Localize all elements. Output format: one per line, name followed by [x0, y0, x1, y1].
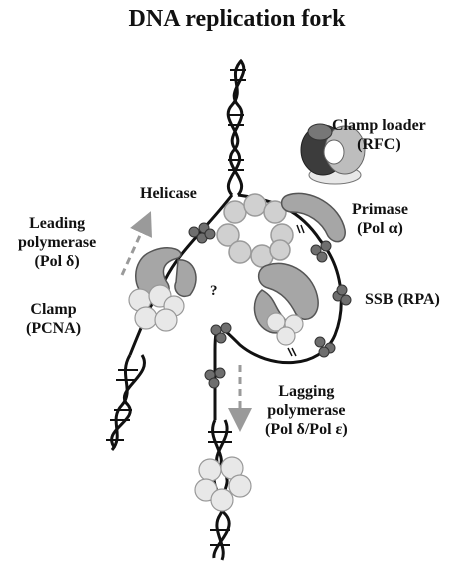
clamp-loader	[300, 123, 366, 185]
parental-dna-helix	[226, 58, 246, 197]
lagging-polymerase-label: Lagging polymerase (Pol δ/Pol ε)	[265, 383, 348, 438]
rna-primer-marks	[287, 224, 305, 357]
lagging-clamp-pcna	[266, 312, 304, 346]
leading-strand-rungs	[106, 369, 138, 441]
ssb-label: SSB (RPA)	[365, 291, 440, 308]
primase-label: Primase (Pol α)	[352, 201, 408, 237]
helicase-label: Helicase	[140, 185, 197, 202]
ssb-rpa	[188, 222, 352, 389]
leading-polymerase-lobe	[174, 259, 197, 297]
leading-clamp-pcna	[128, 284, 185, 332]
released-clamp-pcna	[194, 456, 252, 512]
parental-dna-rungs	[228, 69, 246, 171]
clamp-loader-label: Clamp loader (RFC)	[332, 117, 426, 153]
figure-title: DNA replication fork	[128, 6, 346, 32]
leading-polymerase-label: Leading polymerase (Pol δ)	[18, 215, 97, 270]
clamp-label: Clamp (PCNA)	[26, 301, 82, 337]
primase	[280, 192, 346, 243]
leading-polymerase	[135, 247, 182, 302]
question-mark-label: ?	[210, 283, 218, 299]
leading-direction-arrow	[120, 211, 152, 276]
helicase	[216, 193, 294, 268]
lagging-polymerase	[257, 262, 319, 320]
